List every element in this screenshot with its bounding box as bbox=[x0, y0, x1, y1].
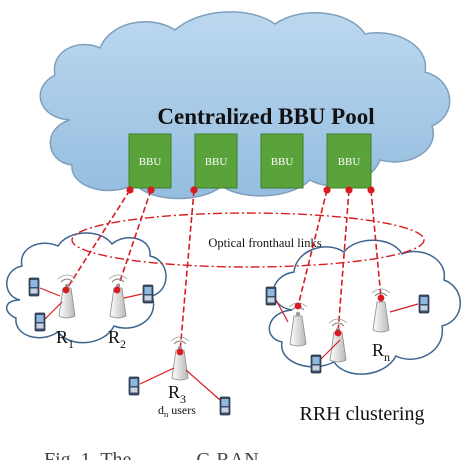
caption: Fig. 1. The ... ... ... C-RAN ... ... ..… bbox=[44, 449, 319, 460]
fronthaul-label: Optical fronthaul links bbox=[208, 236, 321, 250]
phone-icon bbox=[28, 277, 40, 297]
bbu-label: BBU bbox=[205, 156, 228, 168]
phone-icon bbox=[265, 286, 277, 306]
bbu-label: BBU bbox=[271, 156, 294, 168]
users-label: dn users bbox=[158, 403, 196, 419]
phone-icon bbox=[128, 376, 140, 396]
phone-icon bbox=[219, 396, 231, 416]
bbu-box-1: BBU bbox=[128, 133, 172, 189]
rrh-dots bbox=[62, 286, 385, 356]
label-rn: Rn bbox=[372, 340, 390, 364]
label-r1: R1 bbox=[56, 327, 74, 351]
pool-title: Centralized BBU Pool bbox=[157, 104, 374, 129]
label-r2: R2 bbox=[108, 327, 126, 351]
bbu-box-3: BBU bbox=[260, 133, 304, 189]
bbu-label: BBU bbox=[139, 156, 162, 168]
bbu-box-2: BBU bbox=[194, 133, 238, 189]
bbu-box-4: BBU bbox=[326, 133, 372, 189]
label-r3: R3 bbox=[168, 382, 186, 406]
phone-icon bbox=[310, 354, 322, 374]
clustering-label: RRH clustering bbox=[300, 403, 425, 425]
bbu-label: BBU bbox=[338, 156, 361, 168]
phone-icon bbox=[418, 294, 430, 314]
phone-icon bbox=[142, 284, 154, 304]
cluster-cloud-right bbox=[268, 239, 461, 375]
wireless-links bbox=[39, 287, 419, 401]
phone-icon bbox=[34, 312, 46, 332]
fronthaul-ellipse bbox=[71, 212, 425, 268]
bbu-port-dots bbox=[126, 186, 375, 194]
fronthaul-links bbox=[65, 189, 382, 353]
